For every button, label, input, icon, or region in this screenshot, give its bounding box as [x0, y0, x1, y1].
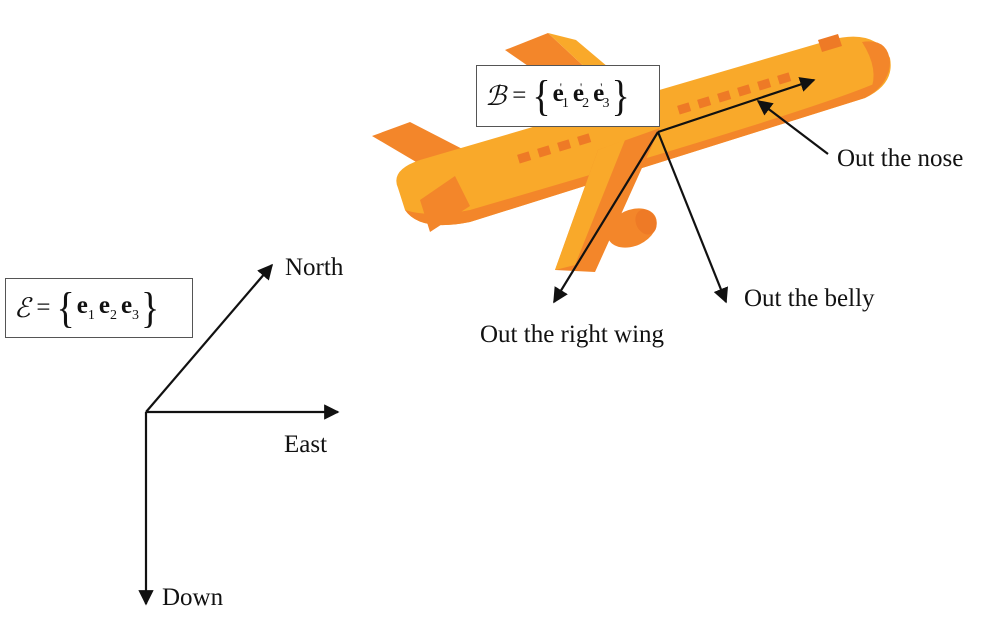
airplane-engine-intake: [635, 209, 657, 235]
earth-frame-symbol: ℰ: [14, 292, 31, 323]
body-frame-vector-3: e'3: [593, 80, 610, 111]
down-label: Down: [162, 584, 224, 611]
north-label: North: [285, 254, 344, 281]
earth-frame-open-brace: {: [56, 283, 75, 333]
body-frame-vector-1: e'1: [552, 80, 569, 111]
east-label: East: [284, 431, 328, 458]
belly-axis-arrow: [656, 131, 729, 304]
body-frame-definition: ℬ = { e'1 e'2 e'3 }: [476, 65, 660, 127]
earth-frame-vector-3: e3: [120, 292, 140, 323]
body-frame-equals: =: [512, 82, 527, 109]
belly-label: Out the belly: [744, 285, 875, 312]
airplane-near-wing-light: [555, 140, 625, 270]
airplane-nose: [862, 41, 890, 92]
right-wing-label: Out the right wing: [480, 321, 665, 348]
body-frame-axes: [553, 77, 829, 304]
earth-frame-vector-1: e1: [76, 292, 95, 323]
airplane-windows: [517, 72, 792, 164]
nose-axis-arrow: [657, 77, 816, 134]
earth-frame-vector-2: e2: [98, 292, 117, 323]
airplane-illustration: [372, 33, 891, 272]
earth-frame-close-brace: }: [141, 283, 160, 333]
body-frame-vector-2: e'2: [572, 80, 590, 111]
body-frame-close-brace: }: [611, 71, 630, 121]
earth-frame-axes: [138, 263, 340, 606]
airplane-cockpit-window: [818, 34, 842, 52]
earth-frame-equals: =: [36, 294, 51, 321]
earth-frame-definition: ℰ = { e1 e2 e3 }: [5, 278, 193, 338]
north-axis-arrow: [145, 263, 274, 413]
nose-label: Out the nose: [837, 145, 964, 172]
body-frame-open-brace: {: [532, 71, 551, 121]
airplane-horizontal-tail: [420, 176, 470, 232]
right-wing-axis-arrow: [553, 131, 659, 304]
nose-label-pointer: [756, 100, 829, 155]
body-frame-symbol: ℬ: [485, 80, 507, 111]
